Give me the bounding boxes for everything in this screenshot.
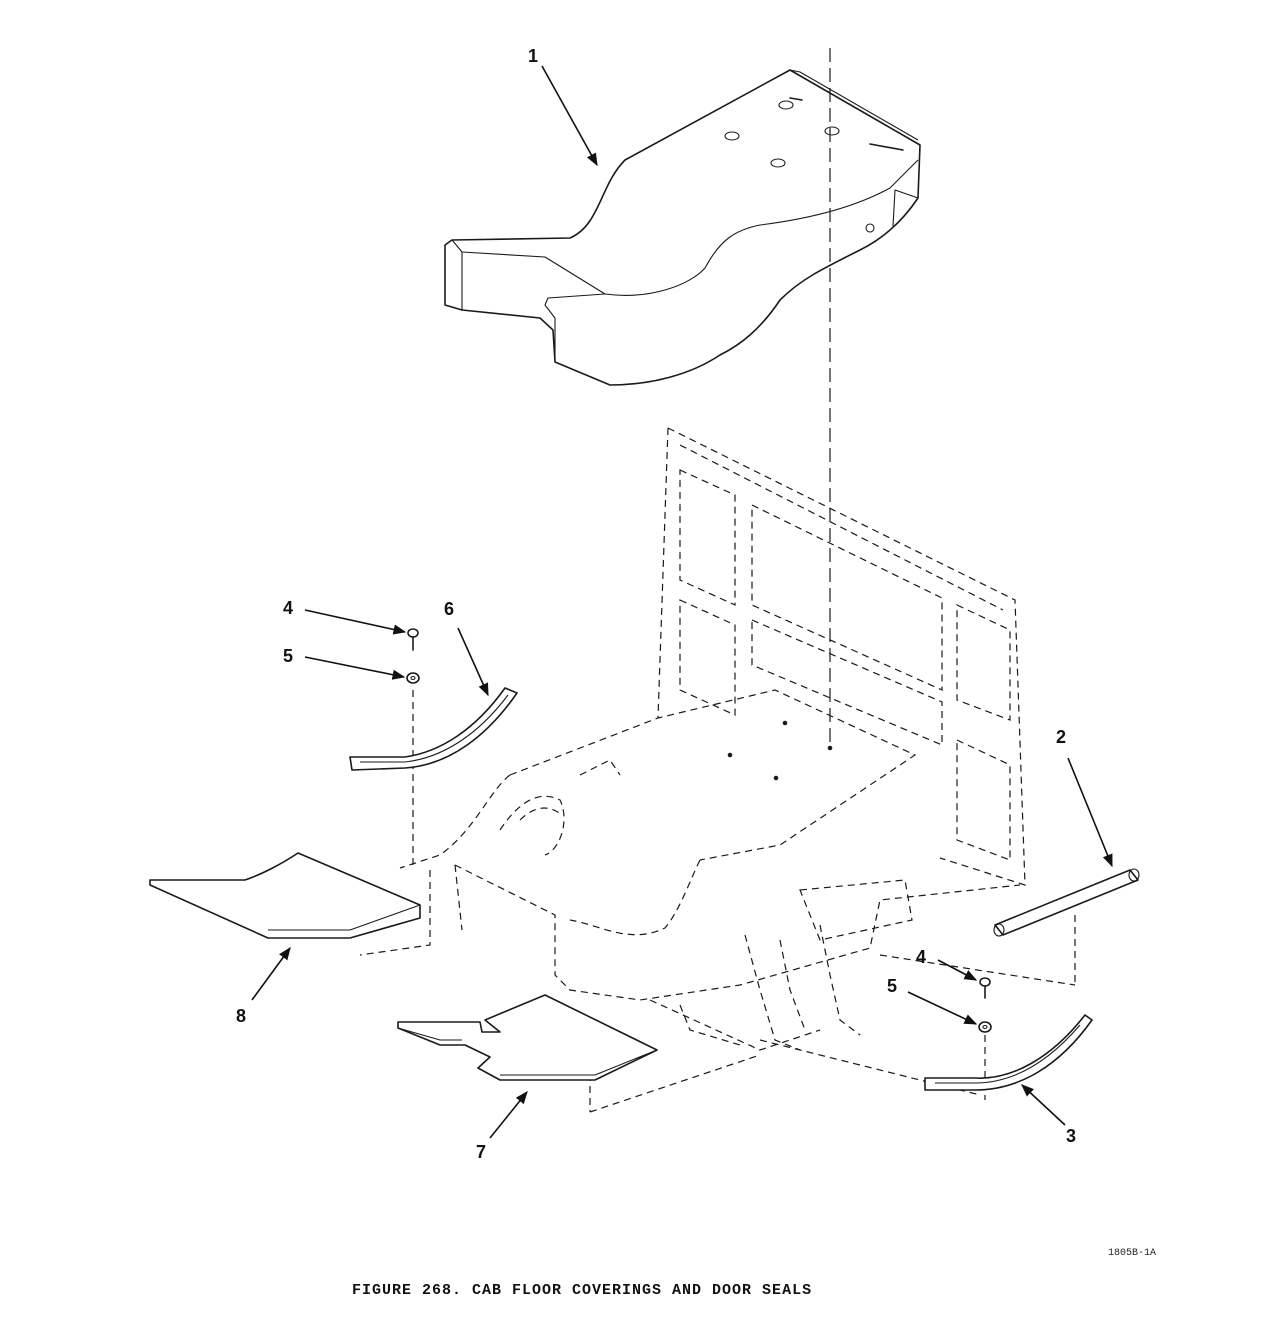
leader-6 — [457, 627, 489, 697]
callout-8: 8 — [236, 1006, 246, 1026]
callout-7: 7 — [476, 1142, 486, 1162]
callout-3: 3 — [1066, 1126, 1076, 1146]
leader-4b — [937, 959, 978, 981]
screw-left-part — [407, 628, 419, 651]
callout-2: 2 — [1056, 727, 1066, 747]
washer-right-part — [978, 1021, 992, 1033]
callout-1: 1 — [528, 46, 538, 66]
leader-4a — [304, 609, 407, 635]
callout-4a: 4 — [283, 598, 293, 618]
figure-code: 1805B-1A — [1108, 1248, 1157, 1259]
leader-5b — [907, 991, 978, 1025]
callout-5b: 5 — [887, 976, 897, 996]
floor-mat-left-part — [149, 852, 421, 939]
door-seal-right-part — [993, 868, 1140, 937]
washer-left-part — [406, 672, 420, 684]
cab-body-outline — [359, 427, 1076, 1113]
leader-3 — [1021, 1084, 1066, 1126]
leader-8 — [251, 946, 291, 1001]
leader-2 — [1067, 757, 1113, 868]
leader-5a — [304, 656, 406, 680]
screw-right-part — [979, 977, 991, 999]
sill-plate-right-part — [924, 1014, 1093, 1091]
callout-6: 6 — [444, 599, 454, 619]
callout-5a: 5 — [283, 646, 293, 666]
figure-caption: FIGURE 268. CAB FLOOR COVERINGS AND DOOR… — [352, 1282, 813, 1299]
tunnel-cover-part — [444, 69, 921, 386]
sill-plate-left-part — [349, 687, 518, 771]
floor-mat-center-part — [397, 994, 658, 1081]
leader-1 — [541, 65, 598, 167]
callout-4b: 4 — [916, 947, 926, 967]
leader-7 — [489, 1091, 528, 1139]
